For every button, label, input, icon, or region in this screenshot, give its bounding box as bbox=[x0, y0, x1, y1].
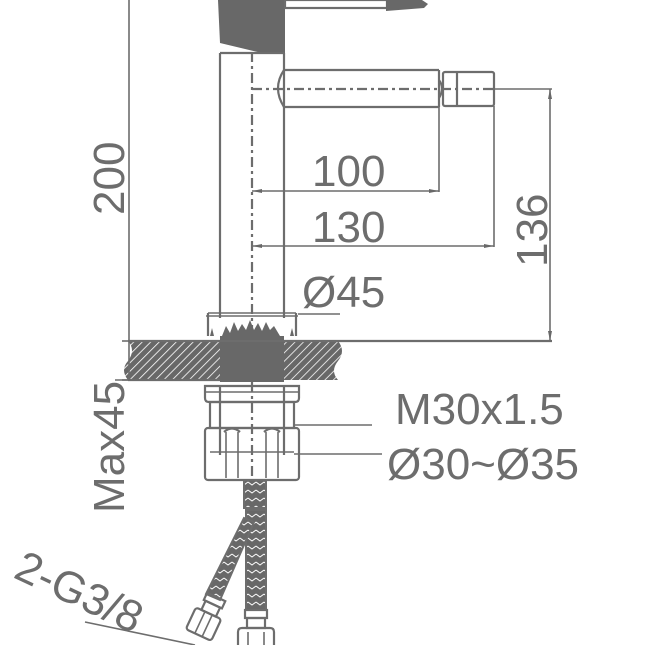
dim-reach-130: 130 bbox=[312, 203, 385, 252]
fixing-nut bbox=[203, 382, 301, 482]
dimension-lines bbox=[84, 0, 552, 645]
faucet-body bbox=[218, 51, 286, 330]
base-collar bbox=[206, 312, 298, 336]
dim-spout-height-136: 136 bbox=[508, 194, 557, 267]
braided-hoses bbox=[185, 479, 276, 645]
dim-thread-spec: M30x1.5 bbox=[395, 385, 564, 434]
dim-body-diameter: Ø45 bbox=[302, 268, 385, 317]
dim-max-counter-thickness: Max45 bbox=[85, 381, 134, 513]
dim-hose-connection: 2-G3/8 bbox=[8, 542, 151, 643]
dim-hole-diameter: Ø30~Ø35 bbox=[387, 440, 579, 489]
dim-height-200: 200 bbox=[85, 142, 134, 215]
dim-reach-100: 100 bbox=[312, 147, 385, 196]
lever-handle bbox=[218, 0, 428, 53]
spout bbox=[252, 68, 496, 109]
countertop-section bbox=[124, 336, 552, 382]
